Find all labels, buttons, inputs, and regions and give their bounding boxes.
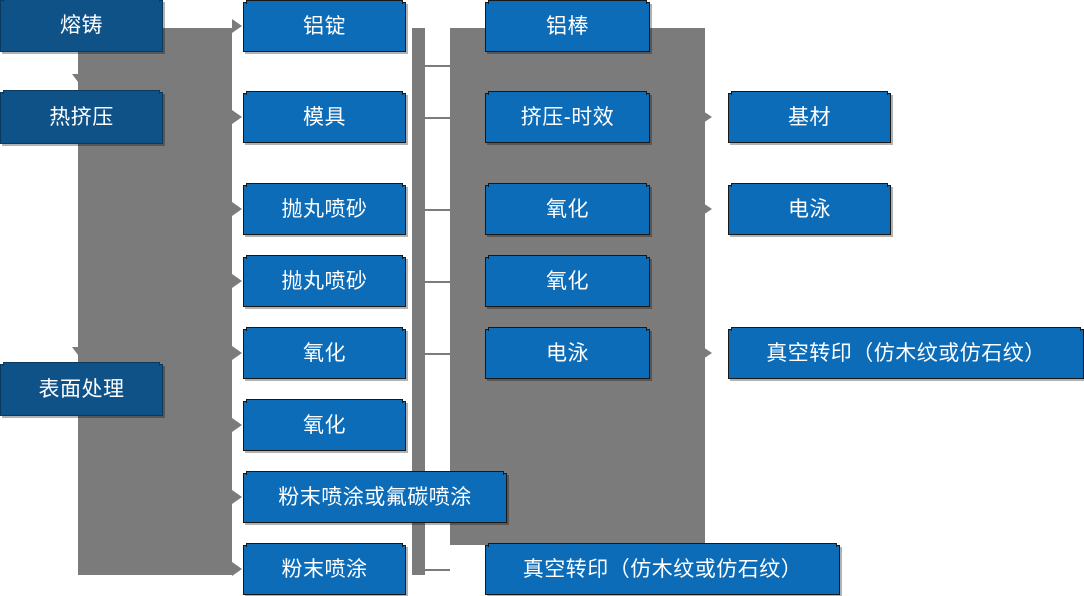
process-label-c2-6: 氧化 <box>303 414 346 438</box>
output-label-c4-2: 电泳 <box>788 198 831 222</box>
connector-surface-treatment-stub <box>163 389 185 391</box>
arrow-trunk-to-c2-7 <box>232 490 242 504</box>
process-label-c3-1: 铝棒 <box>546 15 589 39</box>
arrow-down-to-hot-extrusion <box>72 74 84 82</box>
arrow-panel-to-c4-2 <box>703 203 712 215</box>
output-label-c4-3: 真空转印（仿木纹或仿石纹） <box>766 342 1046 366</box>
process-box-c3-5[interactable]: 电泳 <box>485 327 650 379</box>
arrow-trunk-to-c2-3 <box>232 202 242 216</box>
process-box-c2-6[interactable]: 氧化 <box>243 399 406 451</box>
stage-label-melting: 熔铸 <box>60 14 103 38</box>
process-label-c3-6: 真空转印（仿木纹或仿石纹） <box>522 558 803 582</box>
process-label-c2-2: 模具 <box>303 106 346 130</box>
tick-mid-3 <box>425 209 450 211</box>
connector-mid-rail-lower <box>412 545 425 575</box>
process-box-c3-1[interactable]: 铝棒 <box>485 0 650 52</box>
tick-mid-5 <box>425 353 450 355</box>
arrow-trunk-to-c2-5 <box>232 346 242 360</box>
arrow-trunk-to-c2-1 <box>232 19 242 33</box>
process-box-c2-1[interactable]: 铝锭 <box>243 0 406 52</box>
process-box-c2-4[interactable]: 抛丸喷砂 <box>243 255 406 307</box>
arrow-panel-to-c4-3 <box>703 347 712 359</box>
process-label-c3-4: 氧化 <box>546 270 589 294</box>
arrow-down-to-surface-treatment <box>72 347 84 355</box>
tick-mid-6 <box>425 569 450 571</box>
process-label-c2-3: 抛丸喷砂 <box>281 198 368 222</box>
process-label-c3-3: 氧化 <box>546 198 589 222</box>
output-box-c4-3[interactable]: 真空转印（仿木纹或仿石纹） <box>728 327 1084 379</box>
process-label-c3-5: 电泳 <box>546 342 589 366</box>
process-label-c3-2: 挤压-时效 <box>520 106 615 130</box>
connector-left-notch-upper <box>0 52 78 92</box>
process-box-c3-4[interactable]: 氧化 <box>485 255 650 307</box>
stage-label-hot-extrusion: 热挤压 <box>49 106 114 130</box>
tick-mid-1 <box>425 65 450 67</box>
arrow-trunk-to-c2-8 <box>232 562 242 576</box>
process-label-c2-8: 粉末喷涂 <box>281 558 368 582</box>
stage-box-hot-extrusion[interactable]: 热挤压 <box>0 90 163 144</box>
process-box-c3-3[interactable]: 氧化 <box>485 183 650 235</box>
tick-mid-2 <box>425 117 450 119</box>
output-label-c4-1: 基材 <box>788 106 831 130</box>
process-box-c2-5[interactable]: 氧化 <box>243 327 406 379</box>
connector-mid-rail <box>412 28 425 545</box>
arrow-trunk-to-c2-2 <box>232 110 242 124</box>
process-label-c2-5: 氧化 <box>303 342 346 366</box>
process-label-c2-1: 铝锭 <box>303 15 346 39</box>
process-box-c3-2[interactable]: 挤压-时效 <box>485 91 650 143</box>
process-box-c2-7[interactable]: 粉末喷涂或氟碳喷涂 <box>243 471 507 523</box>
output-box-c4-2[interactable]: 电泳 <box>728 183 891 235</box>
tick-mid-4 <box>425 281 450 283</box>
process-label-c2-4: 抛丸喷砂 <box>281 270 368 294</box>
process-box-c3-6[interactable]: 真空转印（仿木纹或仿石纹） <box>485 543 840 595</box>
arrow-trunk-to-c2-4 <box>232 274 242 288</box>
output-box-c4-1[interactable]: 基材 <box>728 91 891 143</box>
process-box-c2-3[interactable]: 抛丸喷砂 <box>243 183 406 235</box>
process-box-c2-8[interactable]: 粉末喷涂 <box>243 543 406 595</box>
stage-box-melting[interactable]: 熔铸 <box>0 0 163 52</box>
stage-label-surface-treatment: 表面处理 <box>38 378 125 402</box>
arrow-panel-to-c4-1 <box>703 111 712 123</box>
arrow-trunk-to-c2-6 <box>232 418 242 432</box>
process-box-c2-2[interactable]: 模具 <box>243 91 406 143</box>
process-label-c2-7: 粉末喷涂或氟碳喷涂 <box>278 486 472 510</box>
stage-box-surface-treatment[interactable]: 表面处理 <box>0 362 163 416</box>
